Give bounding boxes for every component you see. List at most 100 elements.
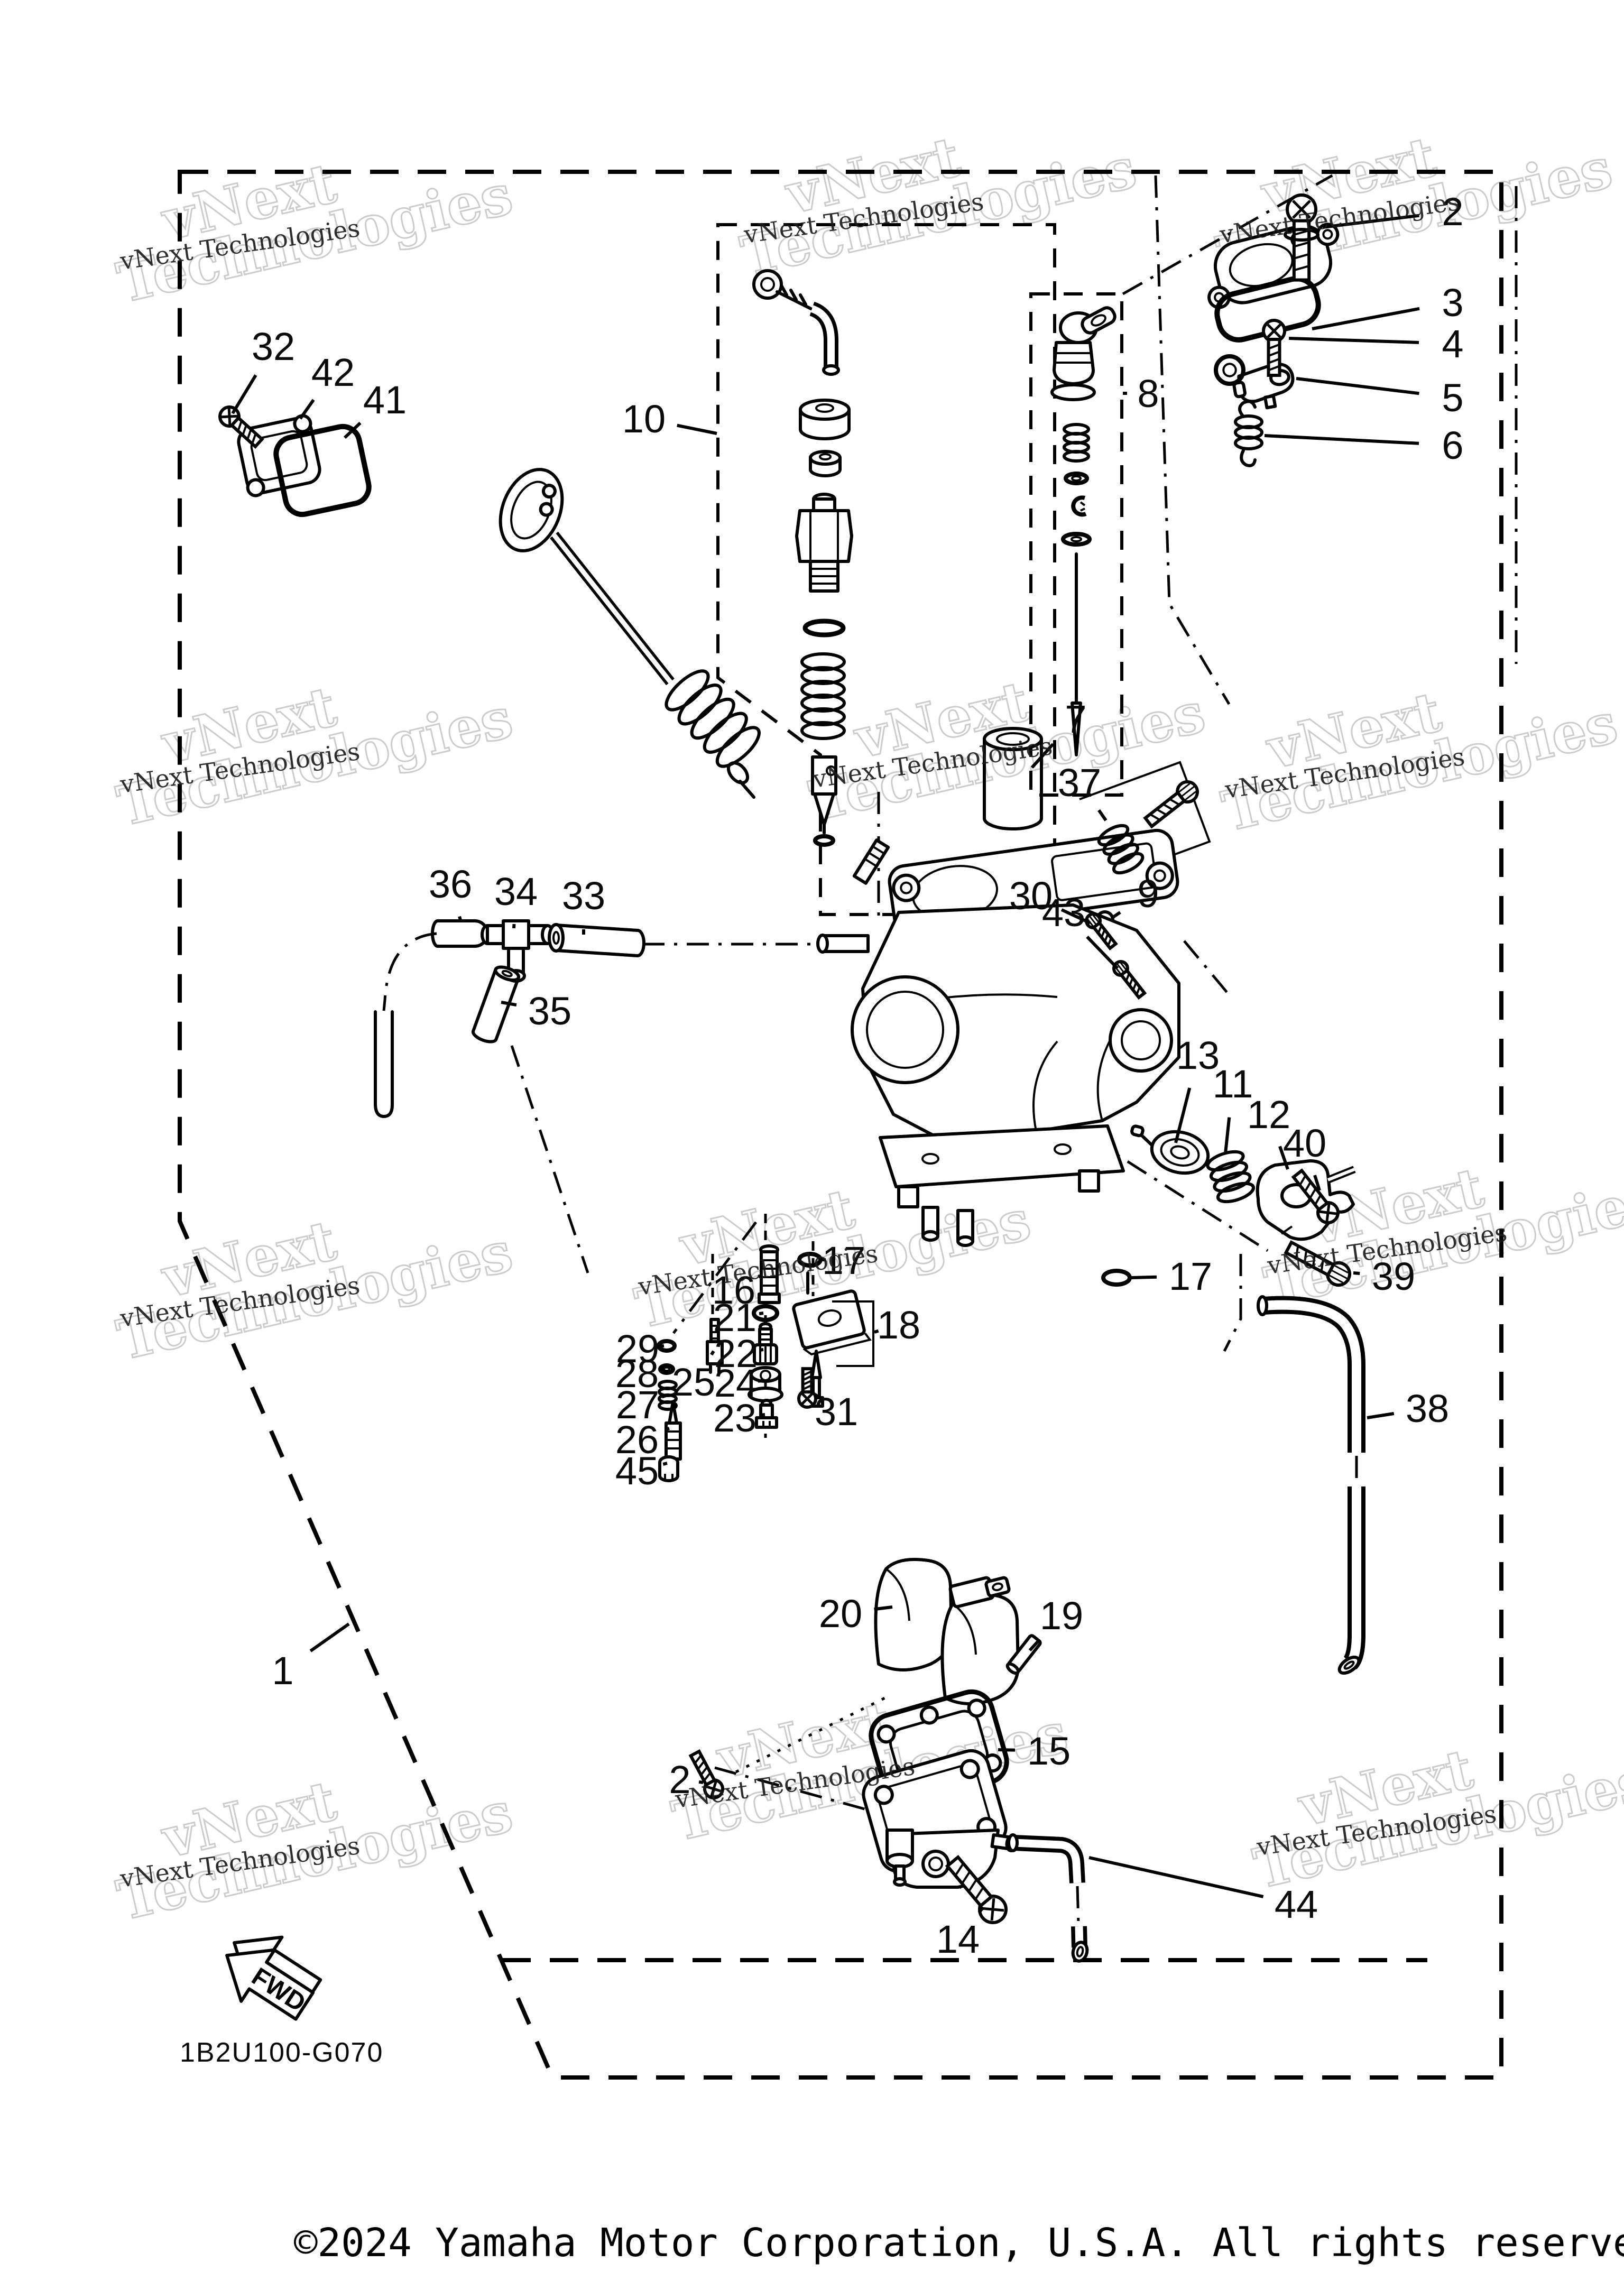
callout-leader — [1174, 1087, 1192, 1143]
callout-leader — [661, 1394, 667, 1399]
callout-20: 20 — [819, 1592, 893, 1636]
callout-29: 29 — [616, 1327, 665, 1371]
callout-41: 41 — [343, 378, 407, 439]
callout-leader — [458, 916, 463, 922]
callout-leader — [698, 1780, 704, 1784]
callout-number: 8 — [1137, 372, 1159, 415]
pilot-screw-spring-27 — [658, 1380, 678, 1411]
callout-leader — [1097, 809, 1108, 821]
callout-number: 43 — [1042, 891, 1085, 935]
main-jet-16 — [758, 1244, 781, 1304]
callout-12: 12 — [1247, 1093, 1290, 1170]
callout-leader — [758, 1273, 763, 1279]
valve-spring-10 — [800, 652, 846, 740]
jet-needle-group-8 — [1050, 306, 1116, 756]
callout-number: 28 — [615, 1352, 659, 1396]
callout-11: 11 — [1213, 1062, 1253, 1154]
callout-number: 11 — [1213, 1062, 1253, 1106]
callout-number: 19 — [1040, 1594, 1083, 1638]
callout-leader — [1030, 743, 1055, 769]
stop-screw-spring-37 — [1097, 824, 1145, 875]
callout-42: 42 — [299, 350, 355, 420]
screw-40 — [1291, 1168, 1340, 1224]
callout-32: 32 — [231, 325, 295, 414]
pipe-33 — [548, 923, 645, 957]
callout-35: 35 — [501, 989, 571, 1033]
group-8-box — [1029, 292, 1123, 797]
callout-30: 30 — [1009, 874, 1091, 925]
callout-5: 5 — [1296, 376, 1464, 420]
throttle-stop-screw-37 — [1143, 780, 1199, 829]
callout-leader — [231, 374, 257, 414]
callout-15: 15 — [998, 1729, 1071, 1773]
callout-22: 22 — [714, 1332, 764, 1375]
callout-leader — [1264, 434, 1419, 445]
oring-21 — [752, 1304, 779, 1322]
throttle-valve-7 — [983, 727, 1043, 830]
plug-45 — [658, 1455, 679, 1482]
callout-number: 7 — [1065, 697, 1086, 741]
callout-number: 18 — [877, 1303, 920, 1347]
callout-leader — [1224, 1117, 1231, 1154]
callout-1: 1 — [272, 1622, 350, 1693]
needle-jet-22 — [753, 1322, 778, 1365]
air-screw-30 — [1085, 912, 1118, 951]
callout-number: 6 — [1442, 423, 1463, 467]
callout-4: 4 — [1288, 322, 1464, 366]
screw-2-bottom — [688, 1749, 724, 1799]
callout-number: 34 — [494, 870, 538, 913]
generated-parts-layer — [218, 193, 1351, 1924]
float-chamber-bowl — [862, 1749, 1018, 1889]
diaphragm-spring-11 — [1206, 1150, 1256, 1204]
callout-9: 9 — [1111, 872, 1159, 919]
callout-number: 17 — [1169, 1254, 1212, 1298]
callout-leader — [814, 1393, 820, 1399]
valve-seat-plate-18 — [792, 1271, 874, 1408]
callout-40: 40 — [1283, 1121, 1326, 1191]
callout-6: 6 — [1264, 423, 1464, 467]
callout-leader — [1313, 1175, 1321, 1191]
callout-leader — [1086, 936, 1119, 970]
callout-16: 16 — [712, 1268, 763, 1312]
callout-number: 23 — [713, 1396, 756, 1440]
callout-19: 19 — [1028, 1594, 1083, 1652]
callout-number: 36 — [429, 862, 472, 906]
callout-3: 3 — [1312, 281, 1464, 330]
callout-leader — [299, 399, 315, 420]
callout-leader — [1312, 307, 1420, 330]
callout-leader — [977, 1906, 985, 1914]
callout-28: 28 — [615, 1352, 666, 1396]
callout-17: 17 — [821, 1239, 865, 1282]
pilot-jet-25 — [706, 1318, 724, 1374]
callout-leader — [1060, 908, 1091, 925]
callout-2: 2 — [1322, 190, 1464, 234]
callout-number: 10 — [622, 397, 666, 441]
callout-number: 45 — [615, 1449, 659, 1493]
callout-leader — [1288, 337, 1419, 344]
callout-34: 34 — [494, 870, 538, 929]
callout-number: 13 — [1176, 1033, 1220, 1077]
callout-43: 43 — [1042, 891, 1119, 970]
washer-5 — [1214, 354, 1245, 386]
callout-14: 14 — [936, 1906, 985, 1961]
callout-leader — [309, 1622, 350, 1652]
callout-leader — [662, 1462, 668, 1466]
fuel-inlet-barb — [822, 934, 870, 953]
callout-number: 4 — [1442, 322, 1463, 366]
valve-seat-23 — [755, 1399, 778, 1429]
callout-24: 24 — [714, 1361, 763, 1405]
callout-number: 21 — [713, 1296, 756, 1340]
fwd-arrow: FWD — [225, 1935, 322, 2021]
callout-number: 27 — [616, 1383, 659, 1427]
callout-number: 38 — [1406, 1387, 1449, 1430]
callout-17: 17 — [1131, 1254, 1212, 1298]
callout-number: 1 — [272, 1649, 293, 1693]
callout-number: 3 — [1442, 281, 1463, 325]
callout-leader — [1278, 1146, 1289, 1170]
drain-screw-14 — [945, 1854, 1008, 1924]
